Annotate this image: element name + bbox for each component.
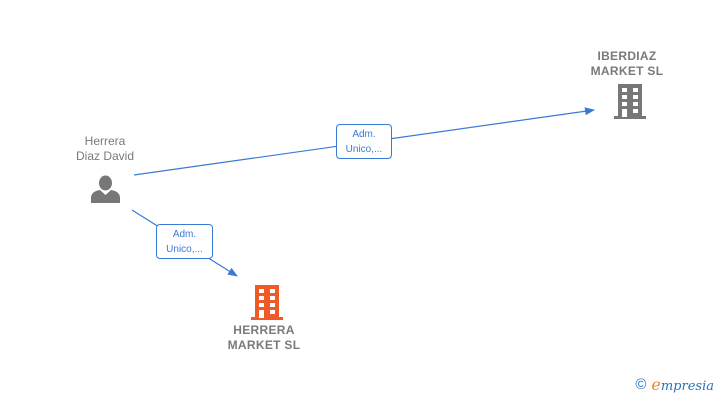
edge-label-line2: Unico,... bbox=[166, 244, 203, 255]
brand-logo-text: mpresia bbox=[660, 379, 714, 394]
company-name-line1: IBERDIAZ bbox=[597, 49, 657, 63]
building-icon bbox=[614, 84, 646, 119]
empresia-watermark[interactable]: © empresia bbox=[635, 375, 714, 394]
company-name-line2: MARKET SL bbox=[227, 338, 301, 352]
edge-label-line2: Unico,... bbox=[345, 144, 383, 155]
person-name: Herrera Diaz David bbox=[55, 134, 155, 164]
edge-label-line1: Adm. bbox=[352, 129, 376, 140]
person-name-line2: Diaz David bbox=[75, 149, 135, 163]
company-name-line2: MARKET SL bbox=[590, 64, 664, 78]
brand-logo-e: e bbox=[651, 375, 661, 394]
copyright-icon: © bbox=[635, 376, 647, 393]
edge-label-herrera[interactable]: Adm. Unico,... bbox=[156, 224, 213, 259]
company-name: IBERDIAZ MARKET SL bbox=[577, 49, 677, 79]
building-icon bbox=[251, 285, 283, 320]
company-name-line1: HERRERA bbox=[233, 323, 295, 337]
person-icon bbox=[91, 175, 120, 203]
edge-label-iberdiaz[interactable]: Adm. Unico,... bbox=[336, 124, 392, 159]
edge-label-line1: Adm. bbox=[172, 229, 197, 240]
person-name-line1: Herrera bbox=[84, 134, 126, 148]
brand-logo: empresia bbox=[651, 375, 714, 394]
company-name: HERRERA MARKET SL bbox=[214, 323, 314, 353]
